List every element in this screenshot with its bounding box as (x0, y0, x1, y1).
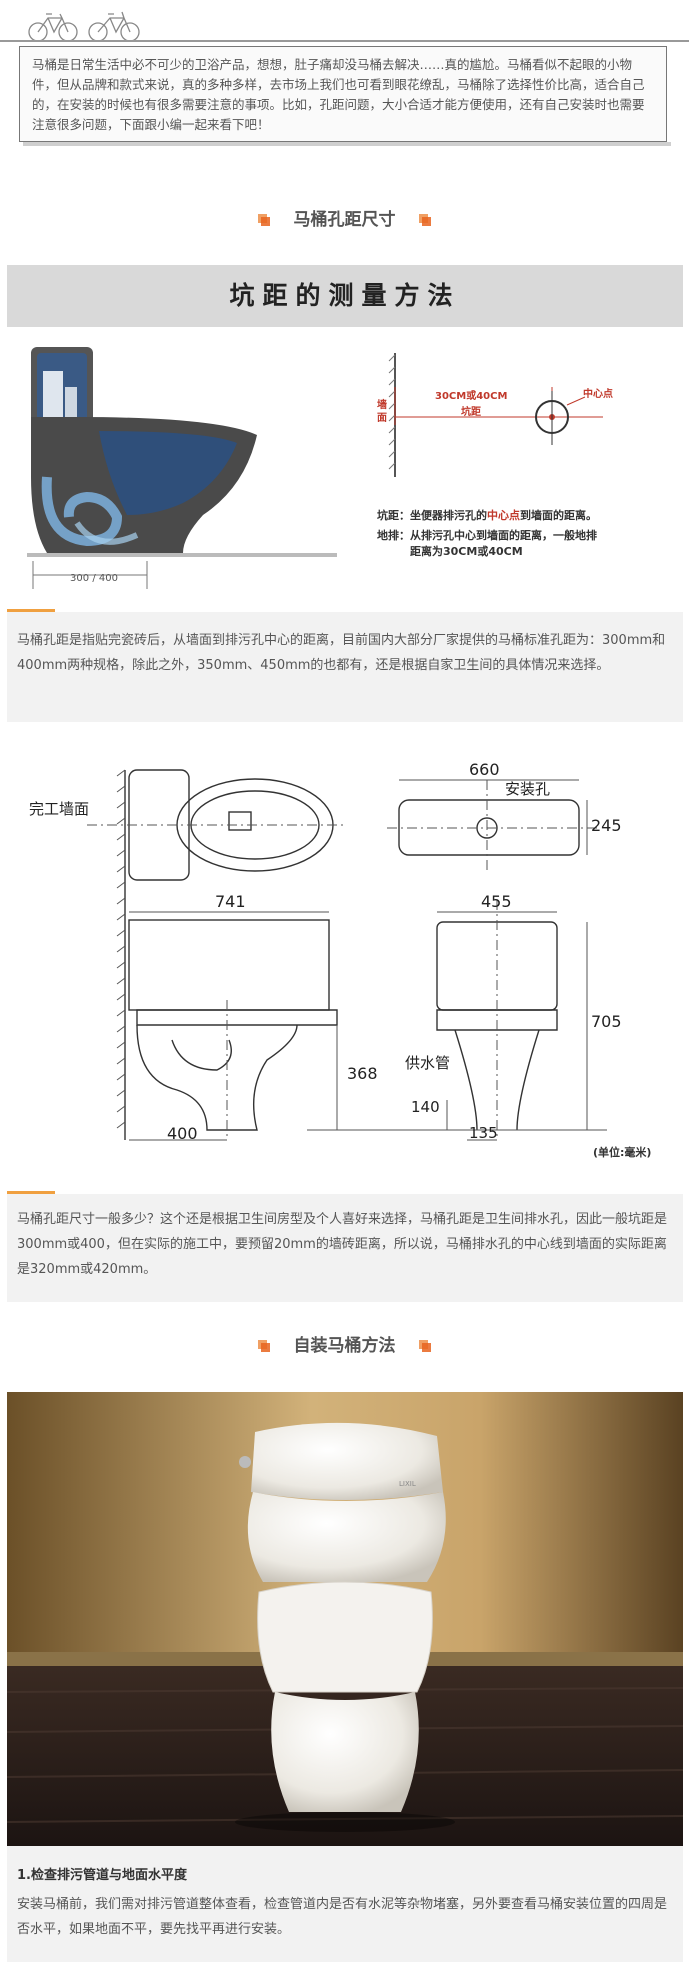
pit-distance-dim-label: 300 / 400 (70, 573, 118, 584)
definition-term: 坑距： (377, 509, 410, 522)
step-panel: 1.检查排污管道与地面水平度 安装马桶前，我们需对排污管道整体查看，检查管道内是… (7, 1846, 683, 1962)
pit-label: 坑距 (461, 407, 481, 418)
install-hole-label: 安装孔 (505, 780, 551, 798)
dim-705: 705 (591, 1012, 622, 1031)
definition-text: 距离为30CM或40CM (410, 545, 523, 558)
wall-label: 墙面 (377, 400, 387, 424)
orange-square-icon (418, 1340, 431, 1352)
definition-text: 到墙面的距离。 (520, 509, 597, 522)
center-point-label: 中心点 (583, 389, 613, 400)
section-heading-hole-distance: 马桶孔距尺寸 (0, 206, 689, 234)
definition-text: 从排污孔中心到墙面的距离，一般地排 (410, 529, 597, 542)
paragraph-panel: 马桶孔距尺寸一般多少？这个还是根据卫生间房型及个人喜好来选择，马桶孔距是卫生间排… (7, 1194, 683, 1302)
dim-135: 135 (469, 1124, 498, 1142)
section-title: 自装马桶方法 (293, 1336, 396, 1356)
measurement-banner: 坑距的测量方法 (7, 265, 683, 327)
paragraph-accent-bar (7, 1191, 55, 1194)
dim-455: 455 (481, 892, 512, 911)
toilet-photo: LIXIL (7, 1392, 683, 1846)
toilet-cutaway-illustration (27, 347, 603, 589)
paragraph-panel: 马桶孔距是指贴完瓷砖后，从墙面到排污孔中心的距离，目前国内大部分厂家提供的马桶标… (7, 612, 683, 722)
section-title: 马桶孔距尺寸 (293, 210, 396, 230)
toilet-photo-illustration (7, 1392, 683, 1846)
step-title: 1.检查排污管道与地面水平度 (17, 1868, 187, 1883)
intro-box: 马桶是日常生活中必不可少的卫浴产品，想想，肚子痛却没马桶去解决……真的尴尬。马桶… (19, 46, 667, 142)
toilet-dimension-drawing (87, 769, 607, 1141)
paragraph-accent-bar (7, 609, 55, 612)
definition-floor-drain: 地排：从排污孔中心到墙面的距离，一般地排 距离为30CM或40CM (377, 528, 597, 560)
intro-text: 马桶是日常生活中必不可少的卫浴产品，想想，肚子痛却没马桶去解决……真的尴尬。马桶… (32, 57, 645, 132)
technical-drawing: 完工墙面 660 安装孔 245 741 455 705 368 供水管 140… (7, 740, 683, 1170)
measurement-illustration: 300 / 400 30CM或40CM 坑距 墙面 中心点 坑距：坐便器排污孔的… (7, 327, 683, 607)
dim-660: 660 (469, 760, 500, 779)
definition-term: 地排： (377, 529, 410, 542)
dim-368: 368 (347, 1064, 378, 1083)
paragraph-text: 马桶孔距尺寸一般多少？这个还是根据卫生间房型及个人喜好来选择，马桶孔距是卫生间排… (17, 1212, 668, 1277)
finished-wall-label: 完工墙面 (29, 800, 90, 818)
orange-square-icon (418, 214, 431, 226)
section-heading-self-install: 自装马桶方法 (0, 1332, 689, 1360)
dim-245: 245 (591, 816, 622, 835)
orange-square-icon (258, 214, 271, 226)
dim-140: 140 (411, 1098, 440, 1116)
range-label: 30CM或40CM (435, 391, 508, 402)
definition-emphasis: 中心点 (487, 509, 520, 522)
bicycle-decoration-icon (28, 11, 140, 42)
dim-741: 741 (215, 892, 246, 911)
orange-square-icon (258, 1340, 271, 1352)
step-text: 安装马桶前，我们需对排污管道整体查看，检查管道内是否有水泥等杂物堵塞，另外要查看… (17, 1897, 668, 1937)
definition-pit: 坑距：坐便器排污孔的中心点到墙面的距离。 (377, 507, 597, 523)
unit-label: (单位:毫米) (593, 1146, 652, 1159)
supply-pipe-label: 供水管 (405, 1054, 451, 1072)
intro-box-shadow (23, 142, 671, 146)
paragraph-text: 马桶孔距是指贴完瓷砖后，从墙面到排污孔中心的距离，目前国内大部分厂家提供的马桶标… (17, 633, 666, 673)
brand-logo-text: LIXIL (399, 1480, 416, 1488)
intro-top-rule (0, 40, 689, 42)
definition-text: 坐便器排污孔的 (410, 509, 487, 522)
dim-400: 400 (167, 1124, 198, 1143)
